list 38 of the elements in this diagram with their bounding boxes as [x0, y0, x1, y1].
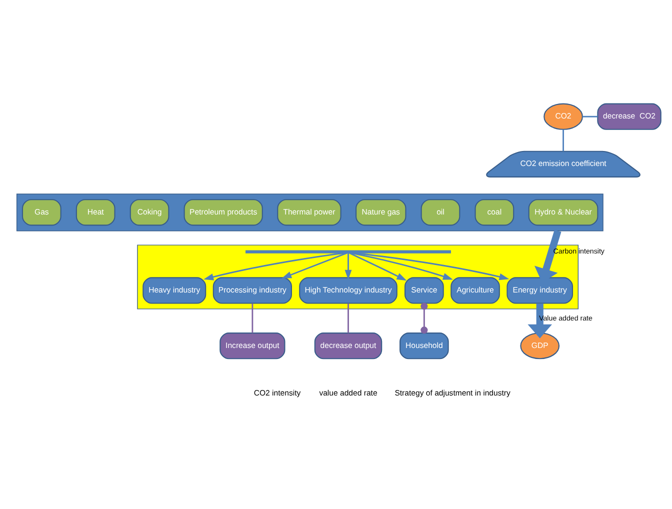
node-box: Nature gas [356, 198, 406, 226]
node-ellipse: CO2 [544, 102, 583, 130]
node-box: Processing industry [212, 276, 292, 304]
node-box: Hydro & Nuclear [528, 198, 598, 226]
node-bar [246, 250, 451, 253]
node-box: Energy industry [506, 276, 574, 304]
node-box: coal [474, 198, 514, 226]
node-box: High Technology industry [299, 276, 398, 304]
connector [420, 302, 428, 334]
node-box: oil [420, 198, 460, 226]
arrow [204, 252, 346, 280]
arrow [350, 252, 453, 280]
connector [562, 128, 564, 151]
arrow [282, 252, 348, 278]
arrow [352, 252, 510, 280]
node-box: Thermal power [277, 198, 342, 226]
node-box: decrease CO2 [597, 102, 662, 130]
node-box: decrease output [314, 332, 382, 359]
connector [582, 115, 598, 117]
arrow [344, 252, 352, 280]
node-box: Increase output [220, 332, 286, 359]
arrow [348, 252, 407, 280]
cluster [16, 193, 604, 231]
label: value added rate [319, 388, 378, 397]
node-box: Gas [22, 198, 62, 226]
label: Strategy of adjustment in industry [394, 388, 510, 397]
node-box: Service [404, 276, 444, 304]
label: CO2 intensity [254, 388, 301, 397]
node-ellipse: GDP [520, 332, 560, 359]
node-box: Petroleum products [184, 198, 263, 226]
node-box: Heavy industry [142, 276, 206, 304]
arrow [528, 302, 552, 338]
connector [252, 302, 254, 332]
node-box: Coking [130, 198, 170, 226]
connector [348, 302, 349, 332]
node-box: Heat [76, 198, 116, 226]
node-box: Household [400, 332, 449, 359]
node-box: Agriculture [450, 276, 500, 304]
